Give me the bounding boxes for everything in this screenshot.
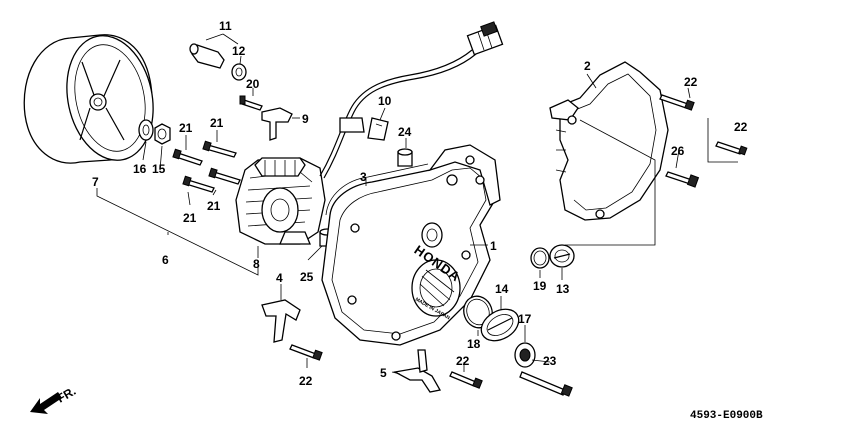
part-labels: 1 2 3 4 5 6 7 8 9 10 11 12 13 14 15 16 1…	[92, 19, 748, 388]
wire-harness	[319, 21, 504, 179]
hose-clamp	[393, 349, 442, 393]
label-5: 5	[380, 366, 387, 380]
label-20: 20	[246, 77, 260, 91]
label-23: 23	[543, 354, 557, 368]
left-crankcase-cover: HONDA MADE IN JAPAN	[321, 144, 501, 346]
label-15: 15	[152, 162, 166, 176]
label-25: 25	[300, 270, 314, 284]
long-bolt	[519, 371, 573, 397]
label-22-c: 22	[299, 374, 313, 388]
dowel-pin	[397, 148, 413, 167]
label-22-b: 22	[734, 120, 748, 134]
label-21-a: 21	[179, 121, 193, 135]
label-26: 26	[671, 144, 685, 158]
clamp-bolt	[449, 371, 483, 389]
label-21-b: 21	[210, 116, 224, 130]
label-22-d: 22	[456, 354, 470, 368]
label-21-c: 21	[207, 199, 221, 213]
label-10: 10	[378, 94, 392, 108]
leader-lines	[96, 33, 738, 375]
label-12: 12	[232, 44, 246, 58]
left-side-cover	[549, 61, 669, 221]
label-16: 16	[133, 162, 147, 176]
label-9: 9	[302, 112, 309, 126]
stator	[235, 157, 326, 245]
hole-cap	[480, 308, 520, 342]
label-18: 18	[467, 337, 481, 351]
cover-gasket	[325, 163, 429, 216]
label-8: 8	[253, 257, 260, 271]
label-11: 11	[219, 19, 232, 33]
stator-bolts	[172, 140, 241, 193]
washer	[138, 119, 154, 141]
label-1: 1	[490, 239, 497, 253]
wire-clamp-plate	[261, 107, 293, 141]
front-direction-arrow: FR.	[30, 384, 78, 414]
flywheel	[23, 34, 154, 164]
small-o-ring	[530, 247, 550, 269]
label-21-d: 21	[183, 211, 197, 225]
label-7: 7	[92, 175, 99, 189]
timing-hole-cap	[549, 244, 575, 268]
front-direction-label: FR.	[55, 384, 79, 406]
label-3: 3	[360, 170, 367, 184]
cover-bolt	[715, 141, 748, 156]
label-14: 14	[495, 282, 509, 296]
label-24: 24	[398, 125, 412, 139]
label-19: 19	[533, 279, 547, 293]
label-2: 2	[584, 59, 591, 73]
label-17: 17	[518, 312, 532, 326]
bracket-bolt	[289, 344, 323, 361]
label-4: 4	[276, 271, 283, 285]
pulse-generator	[189, 43, 263, 111]
drawing-code: 4593-E0900B	[690, 410, 763, 422]
label-6: 6	[162, 253, 169, 267]
label-13: 13	[556, 282, 570, 296]
bracket	[261, 299, 301, 343]
oil-seal	[514, 342, 536, 368]
cover-bolt	[665, 171, 700, 188]
label-22-a: 22	[684, 75, 698, 89]
cover-bolt	[659, 94, 695, 111]
flywheel-nut	[154, 123, 171, 145]
